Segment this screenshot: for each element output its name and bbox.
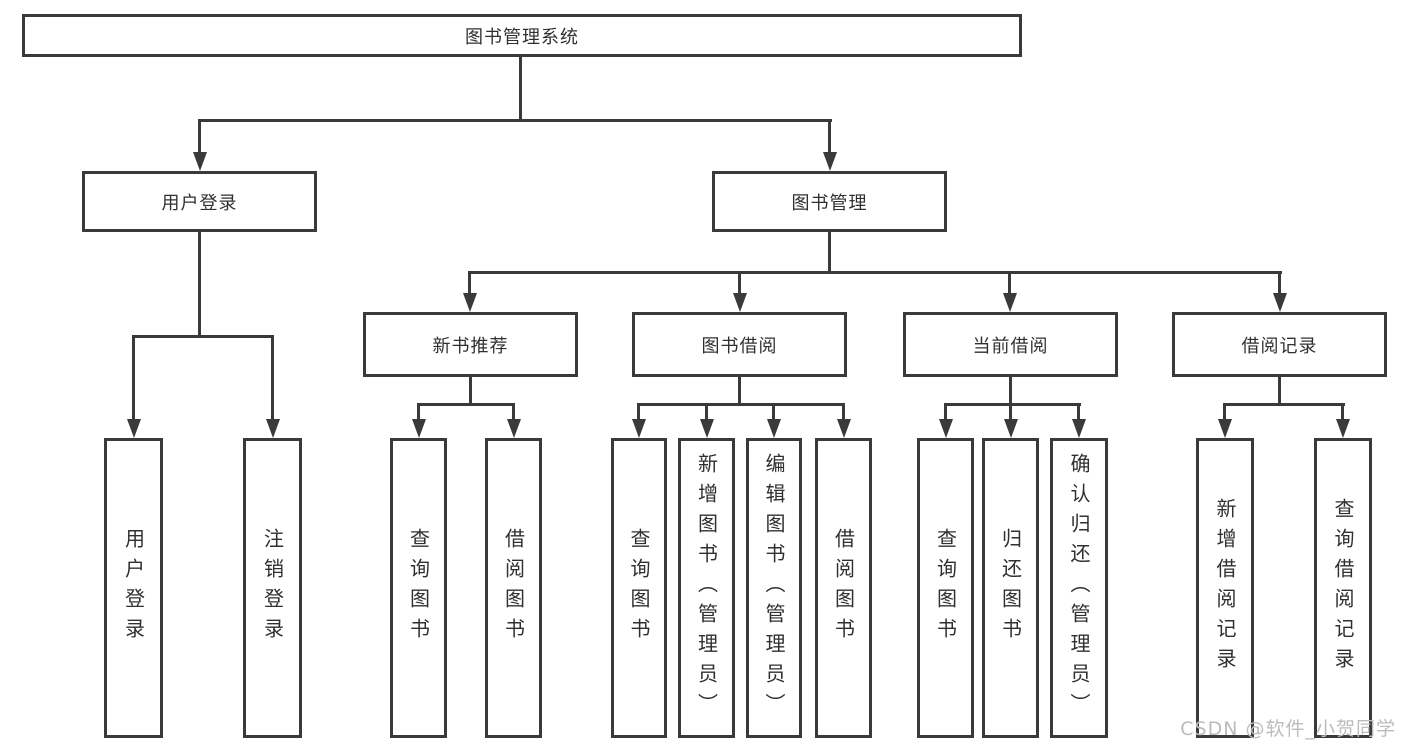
arrowhead-icon xyxy=(1218,419,1232,438)
connector-line xyxy=(944,403,1081,406)
node-user-login: 用户登录 xyxy=(82,171,317,232)
connector-line xyxy=(1008,271,1011,295)
connector-line xyxy=(637,403,845,406)
connector-line xyxy=(842,403,845,420)
arrowhead-icon xyxy=(507,419,521,438)
leaf-add-borrow-record-label: 新增借阅记录 xyxy=(1213,498,1237,678)
leaf-borrow-books-label: 借阅图书 xyxy=(831,528,856,648)
leaf-logout-label: 注销登录 xyxy=(260,528,285,648)
connector-line xyxy=(1278,377,1281,406)
leaf-current-query-books: 查询图书 xyxy=(917,438,974,738)
connector-line xyxy=(417,403,515,406)
connector-line xyxy=(132,335,135,420)
node-new-book-recommend: 新书推荐 xyxy=(363,312,578,377)
connector-line xyxy=(1341,403,1344,420)
connector-line xyxy=(198,119,832,122)
leaf-borrow-query-books-label: 查询图书 xyxy=(627,528,651,648)
leaf-query-borrow-record-label: 查询借阅记录 xyxy=(1331,498,1355,678)
arrowhead-icon xyxy=(463,293,477,312)
node-book-management-label: 图书管理 xyxy=(791,192,868,214)
arrowhead-icon xyxy=(733,293,747,312)
connector-line xyxy=(512,403,515,420)
leaf-add-books-admin-label: 新增图书（管理员） xyxy=(694,453,719,723)
leaf-return-books-label: 归还图书 xyxy=(998,528,1023,648)
node-current-borrow-label: 当前借阅 xyxy=(972,335,1049,357)
arrowhead-icon xyxy=(1336,419,1350,438)
arrowhead-icon xyxy=(193,152,207,171)
arrowhead-icon xyxy=(823,152,837,171)
leaf-confirm-return-admin-label: 确认归还（管理员） xyxy=(1067,453,1091,723)
connector-line xyxy=(828,232,831,274)
connector-line xyxy=(468,271,471,295)
leaf-recommend-query-books-label: 查询图书 xyxy=(406,528,431,648)
leaf-user-login-label: 用户登录 xyxy=(121,528,146,648)
arrowhead-icon xyxy=(1273,293,1287,312)
connector-line xyxy=(772,403,775,420)
leaf-recommend-borrow-books: 借阅图书 xyxy=(485,438,542,738)
arrowhead-icon xyxy=(412,419,426,438)
connector-line xyxy=(519,55,522,121)
connector-line xyxy=(1223,403,1226,420)
connector-line xyxy=(1009,403,1012,420)
leaf-borrow-books: 借阅图书 xyxy=(815,438,872,738)
leaf-borrow-query-books: 查询图书 xyxy=(611,438,667,738)
connector-line xyxy=(705,403,708,420)
arrowhead-icon xyxy=(767,419,781,438)
node-book-management: 图书管理 xyxy=(712,171,947,232)
leaf-recommend-query-books: 查询图书 xyxy=(390,438,447,738)
connector-line xyxy=(1009,377,1012,406)
connector-line xyxy=(417,403,420,420)
leaf-add-borrow-record: 新增借阅记录 xyxy=(1196,438,1254,738)
connector-line xyxy=(944,403,947,420)
node-current-borrow: 当前借阅 xyxy=(903,312,1118,377)
connector-line xyxy=(198,232,201,338)
node-user-login-label: 用户登录 xyxy=(161,192,238,214)
connector-line xyxy=(1223,403,1345,406)
arrowhead-icon xyxy=(700,419,714,438)
arrowhead-icon xyxy=(127,419,141,438)
arrowhead-icon xyxy=(1004,419,1018,438)
node-book-borrow: 图书借阅 xyxy=(632,312,847,377)
arrowhead-icon xyxy=(939,419,953,438)
node-root-label: 图书管理系统 xyxy=(465,26,579,48)
leaf-current-query-books-label: 查询图书 xyxy=(933,528,958,648)
connector-line xyxy=(738,271,741,295)
connector-line xyxy=(1278,271,1281,295)
leaf-query-borrow-record: 查询借阅记录 xyxy=(1314,438,1372,738)
connector-line xyxy=(738,377,741,406)
csdn-watermark: CSDN @软件_小贺同学 xyxy=(1180,718,1396,740)
leaf-edit-books-admin-label: 编辑图书（管理员） xyxy=(762,453,786,723)
leaf-confirm-return-admin: 确认归还（管理员） xyxy=(1050,438,1108,738)
arrowhead-icon xyxy=(632,419,646,438)
connector-line xyxy=(271,335,274,420)
connector-line xyxy=(828,119,831,153)
arrowhead-icon xyxy=(1072,419,1086,438)
node-new-book-recommend-label: 新书推荐 xyxy=(432,335,509,357)
leaf-add-books-admin: 新增图书（管理员） xyxy=(678,438,735,738)
node-root: 图书管理系统 xyxy=(22,14,1022,57)
leaf-edit-books-admin: 编辑图书（管理员） xyxy=(746,438,802,738)
connector-line xyxy=(132,335,274,338)
arrowhead-icon xyxy=(837,419,851,438)
node-book-borrow-label: 图书借阅 xyxy=(701,335,778,357)
connector-line xyxy=(468,271,1282,274)
node-borrow-records: 借阅记录 xyxy=(1172,312,1387,377)
arrowhead-icon xyxy=(1003,293,1017,312)
leaf-return-books: 归还图书 xyxy=(982,438,1039,738)
connector-line xyxy=(637,403,640,420)
connector-line xyxy=(469,377,472,406)
node-borrow-records-label: 借阅记录 xyxy=(1241,335,1318,357)
connector-line xyxy=(1077,403,1080,420)
connector-line xyxy=(198,119,201,153)
leaf-user-login: 用户登录 xyxy=(104,438,163,738)
arrowhead-icon xyxy=(266,419,280,438)
leaf-logout: 注销登录 xyxy=(243,438,302,738)
leaf-recommend-borrow-books-label: 借阅图书 xyxy=(501,528,526,648)
